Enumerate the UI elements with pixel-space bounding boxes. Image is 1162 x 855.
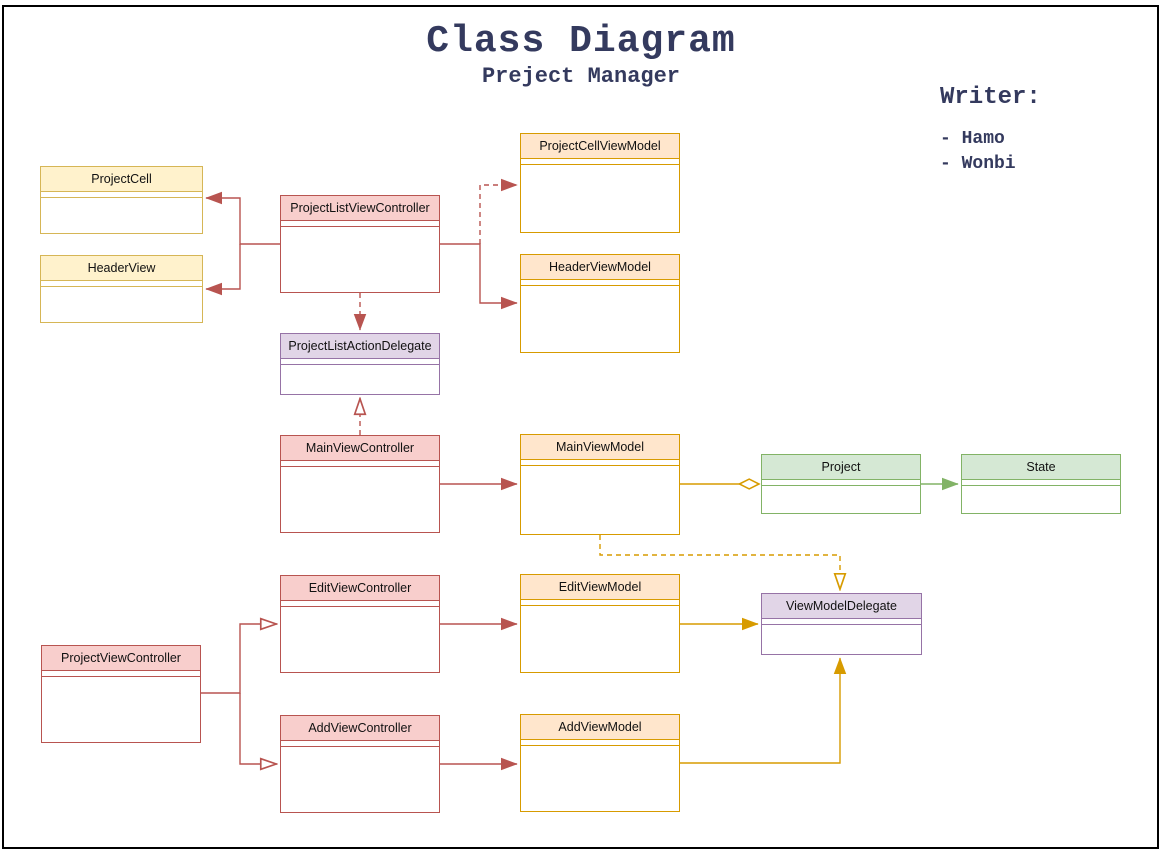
class-separator bbox=[281, 221, 439, 227]
class-body bbox=[41, 287, 202, 322]
class-title: ProjectCellViewModel bbox=[521, 134, 679, 159]
class-body bbox=[521, 286, 679, 352]
class-separator bbox=[42, 671, 200, 677]
class-separator bbox=[521, 460, 679, 466]
class-title: State bbox=[962, 455, 1120, 480]
class-separator bbox=[281, 359, 439, 365]
class-separator bbox=[281, 741, 439, 747]
class-body bbox=[281, 467, 439, 532]
class-separator bbox=[521, 280, 679, 286]
class-separator bbox=[281, 601, 439, 607]
class-body bbox=[521, 606, 679, 672]
writer-item: - Wonbi bbox=[940, 154, 1016, 174]
class-title: ViewModelDelegate bbox=[762, 594, 921, 619]
class-title: AddViewController bbox=[281, 716, 439, 741]
class-body bbox=[521, 746, 679, 811]
class-body bbox=[962, 486, 1120, 513]
class-box-state: State bbox=[961, 454, 1121, 514]
class-box-project-cell: ProjectCell bbox=[40, 166, 203, 234]
class-title: MainViewModel bbox=[521, 435, 679, 460]
class-box-project-view-controller: ProjectViewController bbox=[41, 645, 201, 743]
class-separator bbox=[41, 192, 202, 198]
class-separator bbox=[41, 281, 202, 287]
writer-item: - Hamo bbox=[940, 129, 1005, 149]
class-title: ProjectCell bbox=[41, 167, 202, 192]
class-separator bbox=[521, 740, 679, 746]
class-title: HeaderViewModel bbox=[521, 255, 679, 280]
class-title: MainViewController bbox=[281, 436, 439, 461]
class-separator bbox=[281, 461, 439, 467]
class-title: ProjectViewController bbox=[42, 646, 200, 671]
class-box-header-view: HeaderView bbox=[40, 255, 203, 323]
class-box-add-view-controller: AddViewController bbox=[280, 715, 440, 813]
class-body bbox=[281, 747, 439, 812]
class-body bbox=[281, 607, 439, 672]
class-box-main-view-controller: MainViewController bbox=[280, 435, 440, 533]
writer-heading: Writer: bbox=[940, 84, 1041, 111]
page-subtitle: Preject Manager bbox=[481, 64, 681, 89]
class-body bbox=[762, 486, 920, 513]
class-title: AddViewModel bbox=[521, 715, 679, 740]
class-box-main-view-model: MainViewModel bbox=[520, 434, 680, 535]
class-box-project-cell-view-model: ProjectCellViewModel bbox=[520, 133, 680, 233]
class-separator bbox=[762, 619, 921, 625]
class-title: ProjectListViewController bbox=[281, 196, 439, 221]
class-body bbox=[281, 365, 439, 394]
class-body bbox=[762, 625, 921, 654]
class-body bbox=[42, 677, 200, 742]
class-separator bbox=[762, 480, 920, 486]
class-separator bbox=[962, 480, 1120, 486]
class-title: EditViewController bbox=[281, 576, 439, 601]
class-box-edit-view-controller: EditViewController bbox=[280, 575, 440, 673]
page-title: Class Diagram bbox=[426, 20, 736, 63]
class-body bbox=[521, 466, 679, 534]
class-title: HeaderView bbox=[41, 256, 202, 281]
class-separator bbox=[521, 159, 679, 165]
class-box-view-model-delegate: ViewModelDelegate bbox=[761, 593, 922, 655]
class-box-edit-view-model: EditViewModel bbox=[520, 574, 680, 673]
class-box-header-view-model: HeaderViewModel bbox=[520, 254, 680, 353]
class-separator bbox=[521, 600, 679, 606]
class-box-project: Project bbox=[761, 454, 921, 514]
class-title: EditViewModel bbox=[521, 575, 679, 600]
class-box-add-view-model: AddViewModel bbox=[520, 714, 680, 812]
class-title: Project bbox=[762, 455, 920, 480]
class-body bbox=[41, 198, 202, 233]
class-box-project-list-view-controller: ProjectListViewController bbox=[280, 195, 440, 293]
class-body bbox=[521, 165, 679, 232]
class-body bbox=[281, 227, 439, 292]
class-box-project-list-action-delegate: ProjectListActionDelegate bbox=[280, 333, 440, 395]
class-title: ProjectListActionDelegate bbox=[281, 334, 439, 359]
